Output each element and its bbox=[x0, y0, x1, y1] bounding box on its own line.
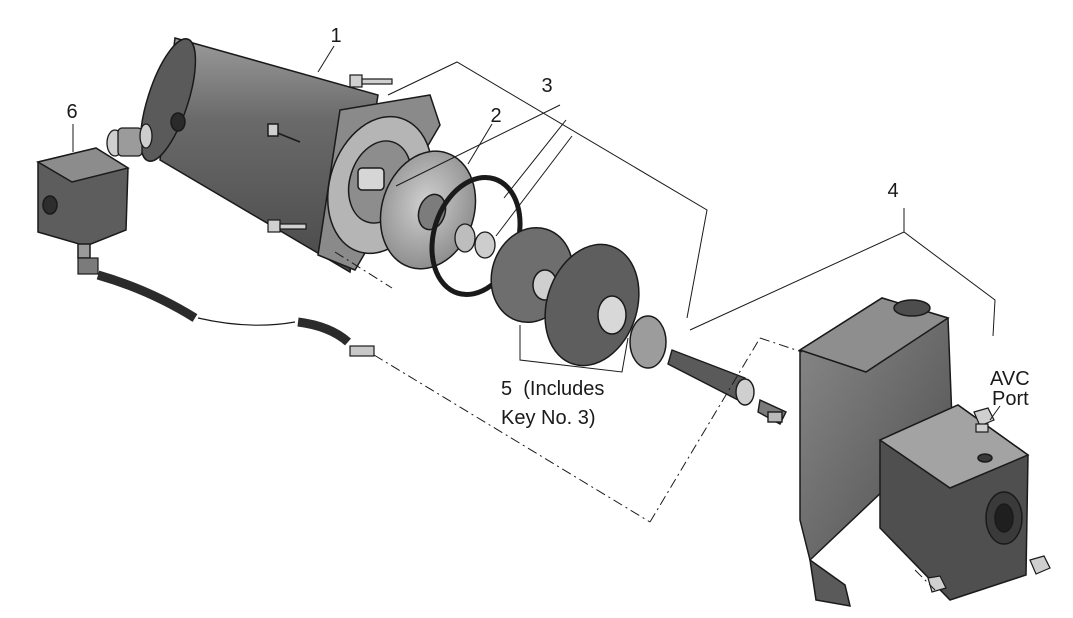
pump-body bbox=[798, 297, 1030, 607]
label-avc-line1: AVC bbox=[990, 368, 1030, 390]
assembly-lines bbox=[334, 251, 936, 591]
avc-plug bbox=[973, 407, 995, 433]
conduit-fitting bbox=[106, 123, 153, 157]
diffuser bbox=[544, 243, 640, 367]
label-motor: 1 bbox=[330, 25, 341, 47]
diffuser-plate bbox=[379, 150, 477, 270]
motor bbox=[139, 37, 441, 274]
venturi bbox=[667, 349, 755, 406]
label-impeller-line2: Key No. 3) bbox=[501, 407, 595, 429]
pressure-switch bbox=[36, 147, 130, 259]
wear-ring bbox=[629, 315, 667, 369]
label-seal-set: 3 bbox=[541, 75, 552, 97]
shaft-seal bbox=[454, 223, 496, 259]
leader-lines bbox=[72, 45, 1001, 421]
pressure-tube bbox=[77, 257, 375, 357]
label-impeller-line1: 5 (Includes bbox=[501, 378, 604, 400]
label-pressure-switch: 6 bbox=[66, 101, 77, 123]
motor-bolt-top bbox=[349, 74, 393, 88]
label-avc-line2: Port bbox=[992, 388, 1029, 410]
label-diffuser-plate: 2 bbox=[490, 105, 501, 127]
motor-bolt-bottom bbox=[267, 219, 307, 233]
side-plug bbox=[1029, 555, 1051, 575]
label-pump-body: 4 bbox=[887, 180, 898, 202]
nozzle bbox=[757, 398, 787, 425]
